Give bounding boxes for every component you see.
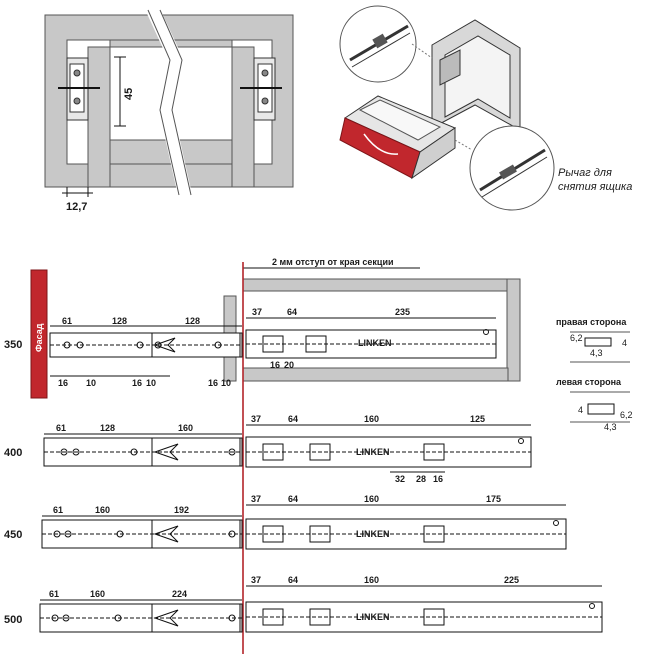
drawer-isometric-view: Рычаг для снятия ящика — [339, 5, 632, 211]
dim-61: 61 — [62, 316, 72, 326]
brand-logo: LINKEN — [356, 612, 390, 622]
dim-37: 37 — [251, 494, 261, 504]
profile-insets: правая сторона 6,2 4 4,3 левая сторона 4… — [556, 317, 633, 432]
dim-160: 160 — [364, 494, 379, 504]
dim-160: 160 — [364, 575, 379, 585]
dim-160: 160 — [90, 589, 105, 599]
dim-b10c: 10 — [221, 378, 231, 388]
row-400: 400 61 128 160 37 64 160 125 32 — [4, 414, 532, 484]
dim-b10a: 10 — [86, 378, 96, 388]
lever-caption-line2: снятия ящика — [558, 181, 632, 193]
right-dim-4: 4 — [622, 338, 627, 348]
dim-128a: 128 — [112, 316, 127, 326]
dim-225: 225 — [504, 575, 519, 585]
dim-b16b: 16 — [132, 378, 142, 388]
dim-r20: 20 — [284, 360, 294, 370]
brand-logo: LINKEN — [356, 529, 390, 539]
dim-128b: 128 — [185, 316, 200, 326]
left-dim-4-3: 4,3 — [604, 422, 617, 432]
dim-160: 160 — [364, 414, 379, 424]
dim-160: 160 — [178, 423, 193, 433]
dim-37: 37 — [251, 414, 261, 424]
row-450: 450 61 160 192 37 64 160 175 LINKEN — [4, 494, 567, 550]
dim-width-12-7: 12,7 — [66, 201, 87, 213]
dim-height-45: 45 — [123, 88, 135, 100]
brand-logo: LINKEN — [358, 338, 392, 348]
dim-b16c: 16 — [208, 378, 218, 388]
facade-label: Фасад — [34, 323, 44, 352]
row-size: 400 — [4, 447, 22, 459]
dim-16: 16 — [433, 474, 443, 484]
cabinet-section-view: 45 12,7 — [44, 7, 294, 213]
dim-64: 64 — [288, 494, 298, 504]
dim-37: 37 — [252, 307, 262, 317]
dim-32: 32 — [395, 474, 405, 484]
dim-125: 125 — [470, 414, 485, 424]
dim-37: 37 — [251, 575, 261, 585]
dim-224: 224 — [172, 589, 187, 599]
dim-61: 61 — [56, 423, 66, 433]
dim-r16: 16 — [270, 360, 280, 370]
right-side-label: правая сторона — [556, 317, 627, 327]
row-500: 500 61 160 224 37 64 160 225 LINKEN — [4, 575, 603, 633]
dim-175: 175 — [486, 494, 501, 504]
right-dim-4-3: 4,3 — [590, 348, 603, 358]
dim-61: 61 — [49, 589, 59, 599]
dim-b10b: 10 — [146, 378, 156, 388]
facade-panel — [30, 269, 48, 399]
right-dim-6-2: 6,2 — [570, 333, 583, 343]
row-size: 350 — [4, 339, 22, 351]
slide-rows: 2 мм отступ от края секции Фасад 350 61 … — [4, 257, 603, 654]
dim-192: 192 — [174, 505, 189, 515]
offset-label: 2 мм отступ от края секции — [272, 257, 394, 267]
dim-64: 64 — [288, 575, 298, 585]
dim-28: 28 — [416, 474, 426, 484]
left-dim-4: 4 — [578, 405, 583, 415]
dim-235: 235 — [395, 307, 410, 317]
row-350: 350 61 128 128 16 10 16 10 16 10 — [4, 307, 497, 388]
left-side-label: левая сторона — [556, 377, 622, 387]
dim-128: 128 — [100, 423, 115, 433]
lever-caption-line1: Рычаг для — [558, 167, 612, 179]
left-dim-6-2: 6,2 — [620, 410, 633, 420]
dim-160: 160 — [95, 505, 110, 515]
row-size: 500 — [4, 614, 22, 626]
dim-b16a: 16 — [58, 378, 68, 388]
row-size: 450 — [4, 529, 22, 541]
dim-61: 61 — [53, 505, 63, 515]
dim-64: 64 — [287, 307, 297, 317]
dim-64: 64 — [288, 414, 298, 424]
brand-logo: LINKEN — [356, 447, 390, 457]
